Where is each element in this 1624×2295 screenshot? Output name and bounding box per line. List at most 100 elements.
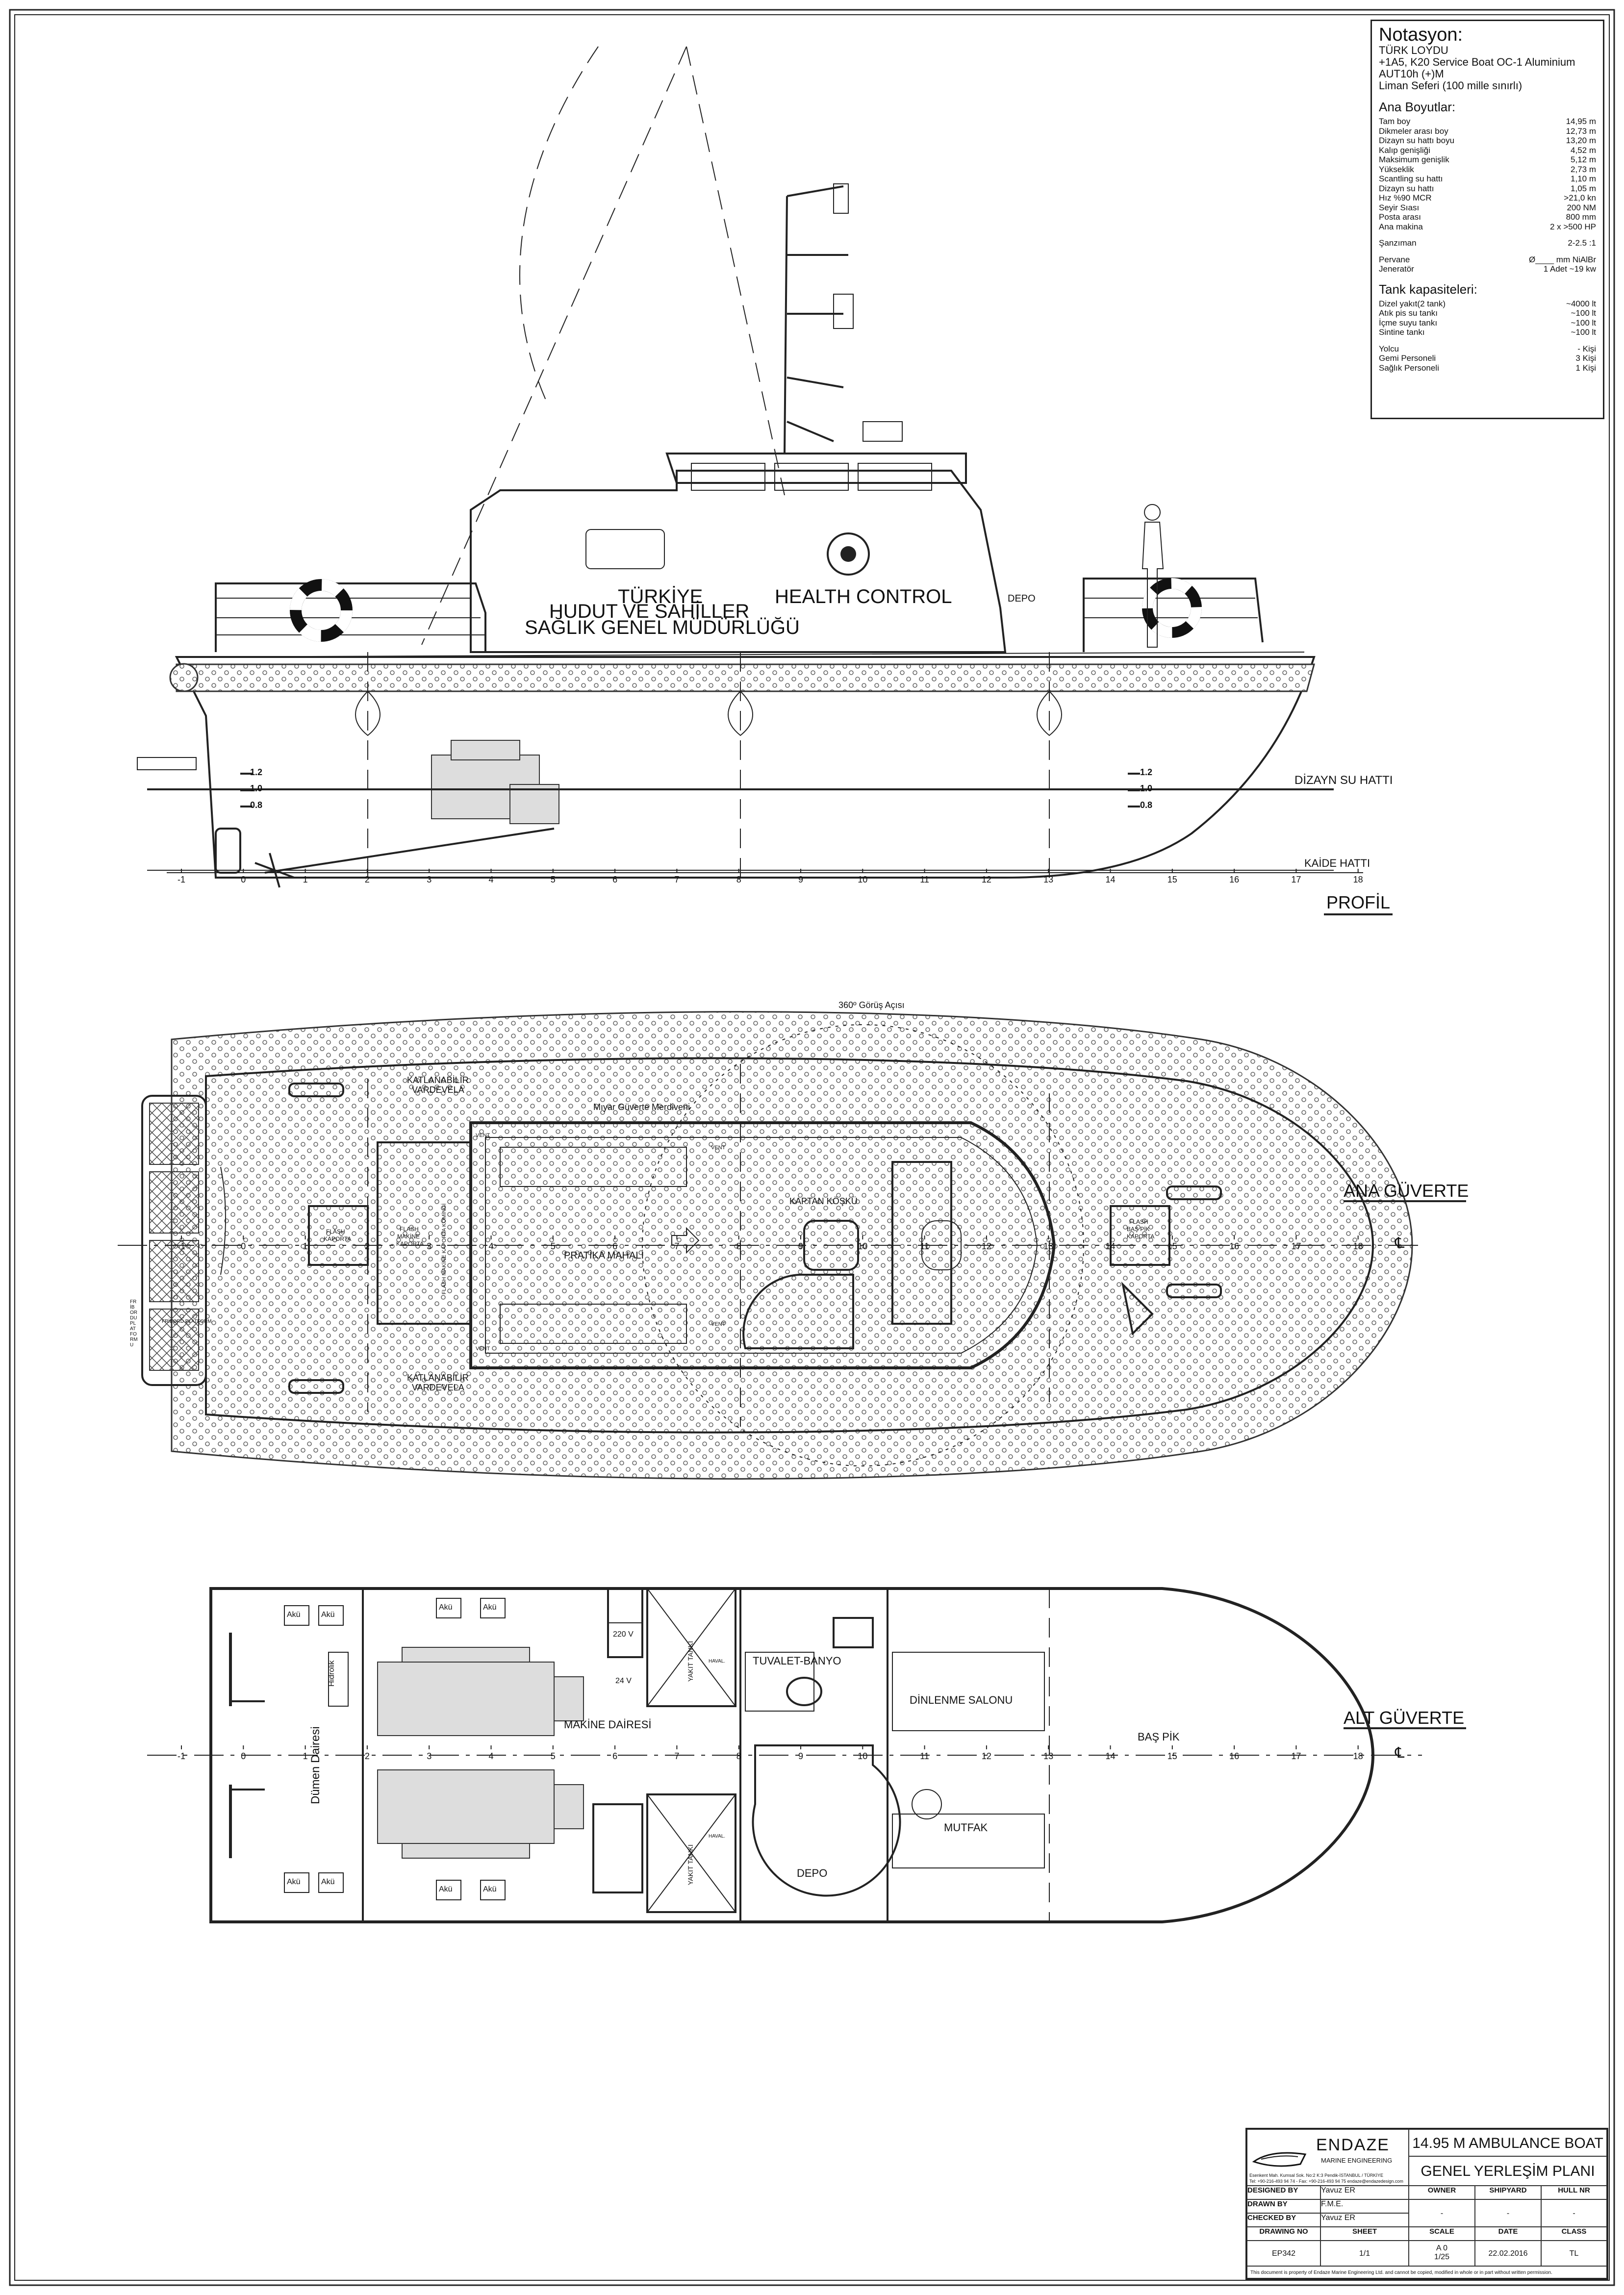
checked-by-label: CHECKED BY (1247, 2214, 1296, 2222)
personnel-row: Gemi Personeli 3 Kişi (1379, 353, 1596, 363)
frame-number: 18 (1353, 875, 1363, 884)
tank-row: İçme suyu tankı~100 lt (1379, 318, 1596, 328)
frame-number: 2 (365, 1241, 370, 1251)
company-tel: Tel: +90-216-493 94 74 - Fax: +90-216-49… (1249, 2179, 1403, 2184)
propulsion-value: Ø____ mm NiAlBr (1529, 254, 1596, 264)
dimension-label: Maksimum genişlik (1379, 155, 1449, 164)
frame-number: 8 (736, 1751, 741, 1761)
owner-value: - (1440, 2209, 1444, 2218)
frame-number: 6 (612, 1751, 617, 1761)
frame-number: 7 (674, 1241, 679, 1251)
frame-number: 3 (427, 875, 431, 884)
personnel-value: 1 Kişi (1575, 363, 1596, 373)
project-name: 14.95 M AMBULANCE BOAT (1412, 2135, 1603, 2151)
dimension-value: 2 x >500 HP (1549, 222, 1596, 231)
personnel-label: Sağlık Personeli (1379, 363, 1439, 373)
propulsion-value: 1 Adet ~19 kw (1543, 264, 1596, 274)
notation-line-4: Liman Seferi (100 mille sınırlı) (1379, 79, 1522, 92)
frame-number: 4 (488, 875, 493, 884)
dimension-label: Dikmeler arası boy (1379, 126, 1448, 136)
dimension-label: Kalıp genişliği (1379, 145, 1430, 155)
frame-number: 17 (1291, 1241, 1301, 1251)
frame-number: 15 (1167, 875, 1177, 884)
dimension-value: 1,10 m (1571, 174, 1596, 183)
dimension-value: >21,0 kn (1564, 193, 1596, 202)
personnel-value: 3 Kişi (1575, 353, 1596, 363)
galley-counter (892, 1814, 1045, 1868)
frame-number: 6 (612, 875, 617, 884)
outer-border (9, 9, 1615, 2286)
frame-number: -1 (178, 1751, 185, 1761)
frame-number: 4 (488, 1751, 493, 1761)
flash-engine-hatch (377, 1141, 472, 1325)
helm-console (891, 1161, 952, 1325)
sheet-value: 1/1 (1359, 2249, 1370, 2258)
profile-engine (431, 740, 559, 824)
frame-number: 14 (1105, 875, 1115, 884)
toilet-bowl (786, 1677, 822, 1706)
drawing-no-value: EP342 (1271, 2249, 1296, 2258)
tank-label: Atık pis su tankı (1379, 308, 1438, 318)
drawn-by-value: F.M.E. (1321, 2200, 1344, 2208)
notation-title: Notasyon: (1379, 25, 1463, 45)
frame-number: 3 (427, 1751, 431, 1761)
tank-value: ~4000 lt (1566, 299, 1596, 308)
dimension-value: 1,05 m (1571, 183, 1596, 193)
dimension-value: 5,12 m (1571, 155, 1596, 164)
frame-number: 10 (858, 1241, 867, 1251)
dimension-value: 12,73 m (1566, 126, 1596, 136)
wheelhouse-roof (665, 453, 967, 484)
dimension-value: 200 NM (1567, 202, 1596, 212)
hull-value: - (1573, 2209, 1575, 2218)
dimension-value: 4,52 m (1571, 145, 1596, 155)
dimension-row: Kalıp genişliği 4,52 m (1379, 146, 1596, 155)
tank-value: ~100 lt (1571, 328, 1596, 337)
personnel-label: Gemi Personeli (1379, 353, 1436, 363)
dimension-label: Seyir Sıası (1379, 202, 1420, 212)
frame-number: 13 (1043, 1751, 1053, 1761)
date-value: 22.02.2016 (1488, 2249, 1528, 2258)
company-address: Esenkent Mah. Kumsal Sok. No:2 K:3 Pendi… (1249, 2173, 1383, 2178)
frame-number: -1 (178, 1241, 185, 1251)
frame-number: 1 (303, 1751, 308, 1761)
frame-number: 15 (1167, 1241, 1177, 1251)
personnel-row: Sağlık Personeli 1 Kişi (1379, 363, 1596, 373)
frame-number: 0 (241, 1751, 246, 1761)
radar-sector-lines (421, 46, 785, 645)
superstructure (470, 470, 1007, 653)
life-ring-aft (290, 579, 353, 642)
frame-number: 12 (982, 1241, 991, 1251)
frame-number: 15 (1167, 1751, 1177, 1761)
profile-fender (176, 663, 1315, 692)
tanks-heading: Tank kapasiteleri: (1379, 281, 1477, 297)
tank-row: Atık pis su tankı~100 lt (1379, 308, 1596, 318)
owner-label: OWNER (1427, 2186, 1456, 2194)
frame-number: 9 (798, 875, 803, 884)
frame-number: 16 (1229, 1751, 1239, 1761)
project-cell: 14.95 M AMBULANCE BOAT (1409, 2129, 1607, 2156)
frame-number: 0 (241, 1241, 246, 1251)
sweep-arc (519, 46, 599, 403)
company-name: ENDAZE (1316, 2136, 1390, 2154)
fuel-tank-top (646, 1588, 736, 1707)
personnel-value: - Kişi (1577, 344, 1596, 353)
scale-label: SCALE (1429, 2227, 1454, 2236)
dimension-value: 800 mm (1566, 212, 1596, 222)
dimension-row: Maksimum genişlik 5,12 m (1379, 155, 1596, 165)
frame-number: 14 (1105, 1241, 1115, 1251)
frame-number: 7 (674, 875, 679, 884)
person-figure (1142, 504, 1164, 648)
frame-number: 13 (1043, 1241, 1053, 1251)
footer-note: This document is property of Endaze Mari… (1250, 2270, 1552, 2275)
frame-number: 17 (1291, 1751, 1301, 1761)
rest-salon-seats (892, 1652, 1045, 1731)
drawn-by-label: DRAWN BY (1247, 2200, 1288, 2208)
date-label: DATE (1498, 2227, 1518, 2236)
lower-deck-view (147, 1587, 1466, 1923)
